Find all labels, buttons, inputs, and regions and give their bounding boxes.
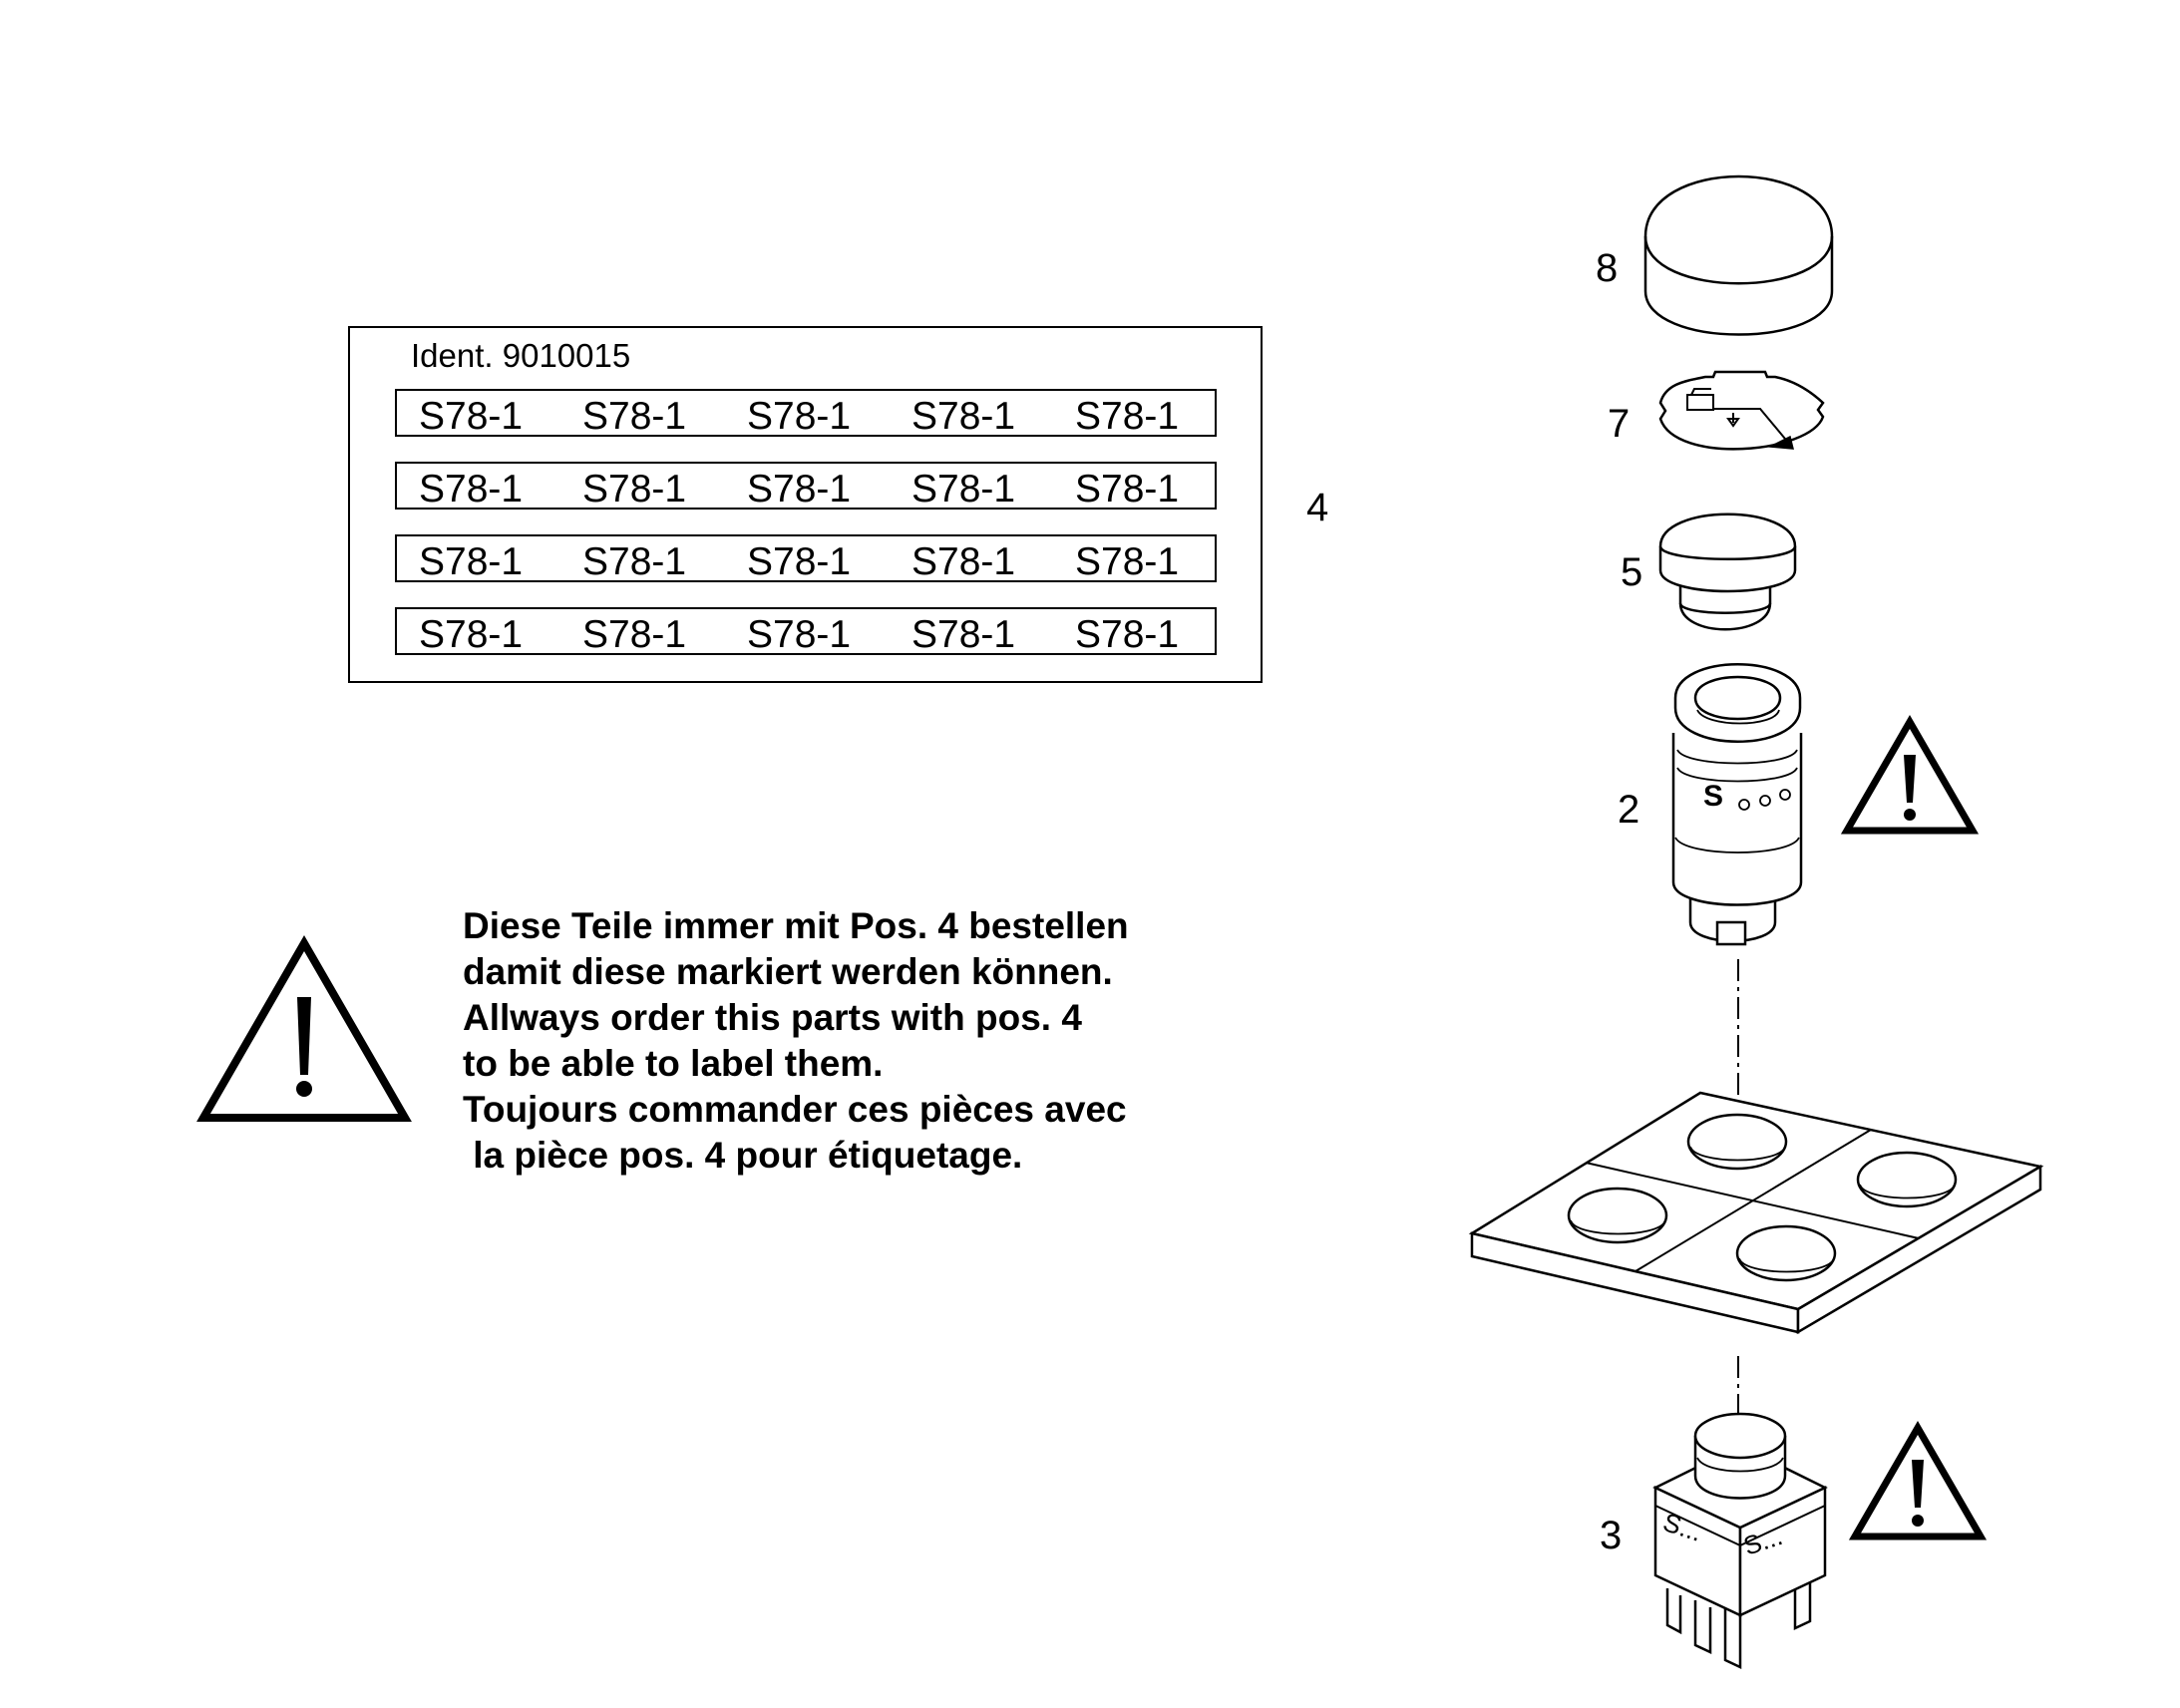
ident-number: Ident. 9010015 (411, 337, 630, 374)
note-line-3: Allways order this parts with pos. 4 (463, 997, 1082, 1038)
part-7-symbol-disc (1658, 370, 1825, 451)
label-cell: S78-1 (1075, 468, 1179, 511)
label-cell: S78-1 (419, 613, 523, 656)
label-cell: S78-1 (419, 395, 523, 438)
warning-triangle-icon (1840, 715, 1980, 835)
part-5-lens (1658, 512, 1797, 631)
note-line-4: to be able to label them. (463, 1043, 883, 1084)
note-line-1: Diese Teile immer mit Pos. 4 bestellen (463, 905, 1129, 946)
part-2-push-button (1671, 663, 1803, 946)
label-sheet: Ident. 9010015 S78-1 S78-1 S78-1 S78-1 S… (348, 326, 1263, 683)
label-cell: S78-1 (1075, 540, 1179, 583)
note-line-6: la pièce pos. 4 pour étiquetage. (463, 1135, 1022, 1176)
label-cell: S78-1 (747, 540, 851, 583)
label-row-1: S78-1 S78-1 S78-1 S78-1 S78-1 (395, 389, 1217, 438)
label-cell: S78-1 (582, 540, 686, 583)
label-cell: S78-1 (747, 468, 851, 511)
label-row-3: S78-1 S78-1 S78-1 S78-1 S78-1 (395, 534, 1217, 583)
label-cell: S78-1 (582, 613, 686, 656)
order-note: Diese Teile immer mit Pos. 4 bestellen d… (463, 905, 1129, 1176)
label-cell: S78-1 (582, 395, 686, 438)
warning-triangle-icon (1848, 1421, 1988, 1540)
label-row-2: S78-1 S78-1 S78-1 S78-1 S78-1 (395, 462, 1217, 511)
part-8-cap (1643, 174, 1834, 336)
label-cell: S78-1 (911, 395, 1015, 438)
callout-pos4: 4 (1306, 486, 1328, 529)
callout-pos5: 5 (1621, 550, 1642, 594)
label-cell: S78-1 (747, 613, 851, 656)
label-cell: S78-1 (419, 540, 523, 583)
label-row-4: S78-1 S78-1 S78-1 S78-1 S78-1 (395, 607, 1217, 656)
label-cell: S78-1 (747, 395, 851, 438)
note-line-5: Toujours commander ces pièces avec (463, 1089, 1127, 1130)
warning-triangle-icon (196, 934, 412, 1122)
button-letter: S (1703, 780, 1723, 813)
mounting-panel (1468, 1091, 2044, 1335)
callout-pos2: 2 (1618, 788, 1639, 832)
callout-pos7: 7 (1608, 402, 1630, 446)
label-cell: S78-1 (1075, 613, 1179, 656)
label-cell: S78-1 (911, 468, 1015, 511)
label-cell: S78-1 (419, 468, 523, 511)
note-line-2: damit diese markiert werden können. (463, 951, 1113, 992)
part-3-switch (1652, 1412, 1828, 1669)
callout-pos3: 3 (1600, 1514, 1622, 1557)
label-cell: S78-1 (582, 468, 686, 511)
label-cell: S78-1 (911, 540, 1015, 583)
label-cell: S78-1 (911, 613, 1015, 656)
label-cell: S78-1 (1075, 395, 1179, 438)
callout-pos8: 8 (1596, 246, 1618, 290)
